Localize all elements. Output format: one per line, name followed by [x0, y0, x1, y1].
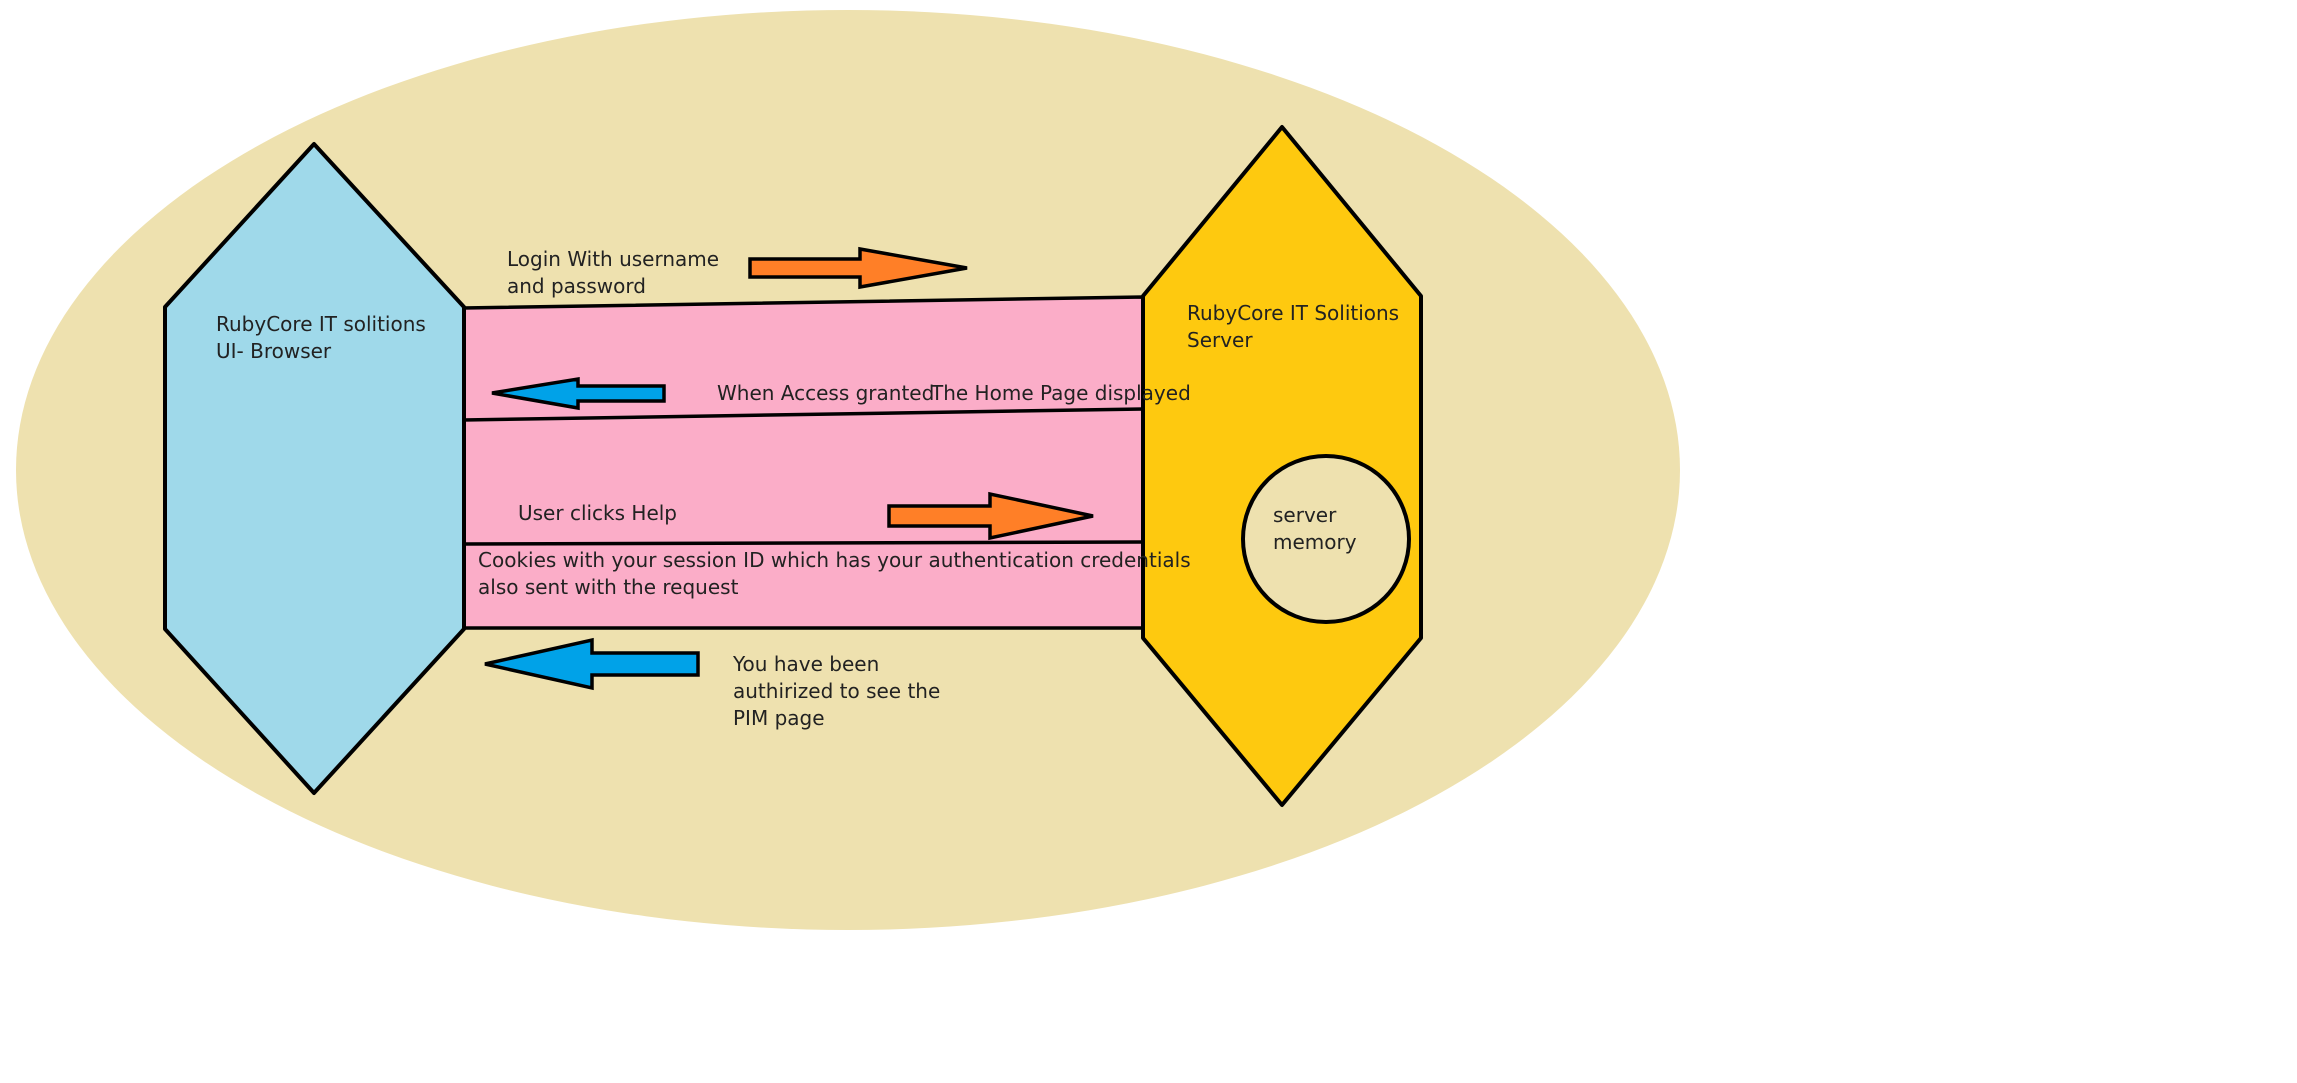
server-title: RubyCore IT Solitions [1187, 301, 1399, 325]
login-message-line1: Login With username [507, 247, 719, 271]
cookies-message-line2: also sent with the request [478, 575, 739, 599]
authorized-message-line3: PIM page [733, 706, 825, 730]
login-message-line2: and password [507, 274, 646, 298]
cookies-message-line1: Cookies with your session ID which has y… [478, 548, 1191, 572]
authorized-message-line2: authirized to see the [733, 679, 940, 703]
channel-divider [462, 540, 1148, 546]
arrow-right-login [748, 246, 968, 290]
memory-label-line1: server [1273, 503, 1337, 527]
server-subtitle: Server [1187, 328, 1253, 352]
arrow-left-access-granted [491, 376, 666, 411]
home-page-displayed-message: The Home Page displayed [930, 381, 1191, 405]
arrow-left-authorized [484, 637, 700, 691]
memory-label-line2: memory [1273, 530, 1357, 554]
server-memory-circle [1241, 454, 1411, 624]
access-granted-message: When Access granted [717, 381, 934, 405]
channel-divider [462, 407, 1144, 422]
user-clicks-help-message: User clicks Help [518, 501, 677, 525]
browser-title: RubyCore IT solitions [216, 312, 426, 336]
server-hexagon [1141, 125, 1423, 807]
browser-subtitle: UI- Browser [216, 339, 332, 363]
authorized-message-line1: You have been [732, 652, 879, 676]
browser-hexagon [163, 142, 466, 795]
arrow-right-user-clicks-help [887, 491, 1094, 541]
